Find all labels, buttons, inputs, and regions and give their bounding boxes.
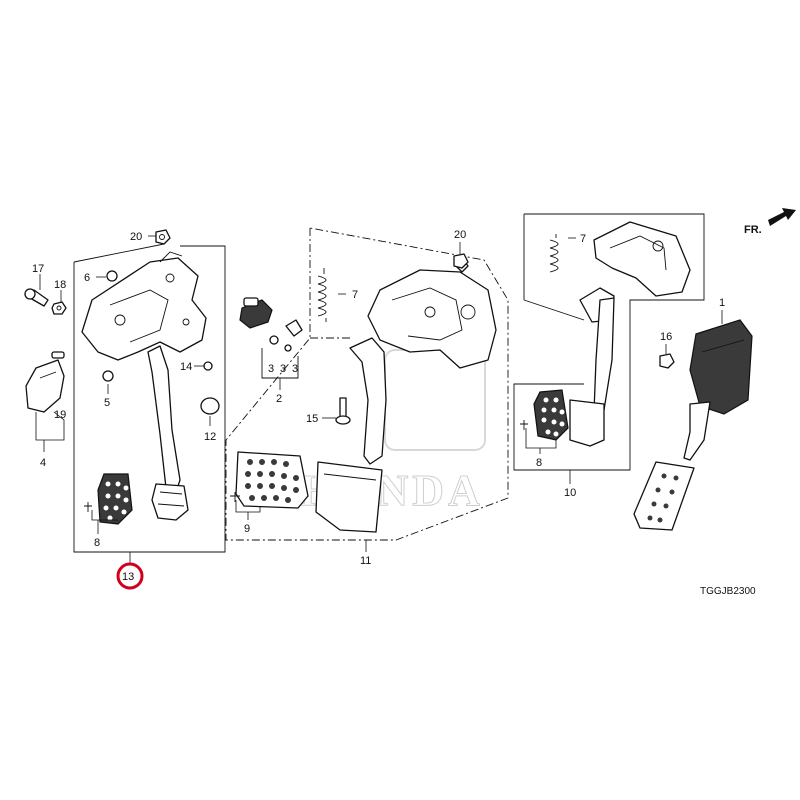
callout-3-c[interactable]: 3 bbox=[292, 363, 298, 375]
callout-1[interactable]: 1 bbox=[719, 297, 725, 309]
nut-18 bbox=[51, 301, 67, 315]
callout-2[interactable]: 2 bbox=[276, 393, 282, 405]
callout-8-left[interactable]: 8 bbox=[94, 537, 100, 549]
callout-8-right[interactable]: 8 bbox=[536, 457, 542, 469]
callout-labels: 20 6 17 18 19 4 5 14 12 8 3 3 3 2 7 15 2… bbox=[32, 229, 725, 567]
callout-14[interactable]: 14 bbox=[180, 361, 192, 373]
clip-6 bbox=[106, 270, 118, 282]
spring-7-center bbox=[317, 268, 327, 322]
pedal-pad-8-left bbox=[84, 473, 133, 525]
switch-4 bbox=[25, 351, 65, 413]
front-arrow-icon bbox=[768, 208, 796, 226]
pedal-pad-8-right bbox=[520, 389, 569, 441]
callout-7-right[interactable]: 7 bbox=[580, 233, 586, 245]
bolt-17 bbox=[24, 288, 49, 307]
callout-7-center[interactable]: 7 bbox=[352, 289, 358, 301]
callout-18[interactable]: 18 bbox=[54, 279, 66, 291]
accelerator-pedal-1 bbox=[633, 319, 753, 531]
callout-15[interactable]: 15 bbox=[306, 413, 318, 425]
callout-13[interactable]: 13 bbox=[122, 571, 134, 583]
spring-7-right bbox=[549, 234, 559, 273]
nut-20-center bbox=[453, 253, 469, 269]
bolt-15 bbox=[335, 397, 351, 425]
callout-16[interactable]: 16 bbox=[660, 331, 672, 343]
callout-6[interactable]: 6 bbox=[84, 272, 90, 284]
pedal-arm-10 bbox=[569, 297, 615, 447]
group-11-frame bbox=[225, 227, 509, 541]
callout-17[interactable]: 17 bbox=[32, 263, 44, 275]
callout-12[interactable]: 12 bbox=[204, 431, 216, 443]
pedal-pad-9 bbox=[230, 451, 309, 509]
clip-14 bbox=[203, 361, 213, 371]
grommet-12 bbox=[200, 397, 220, 415]
pedal-bracket-11 bbox=[367, 257, 497, 369]
nut-20-left bbox=[155, 229, 171, 245]
callout-4[interactable]: 4 bbox=[40, 457, 46, 469]
brake-pedal-arm bbox=[147, 345, 189, 521]
callout-20-center[interactable]: 20 bbox=[454, 229, 466, 241]
front-direction-indicator: FR. bbox=[744, 208, 796, 236]
callout-13-highlight[interactable]: 13 bbox=[116, 562, 144, 590]
group-10-frame bbox=[513, 213, 705, 471]
callout-11[interactable]: 11 bbox=[360, 555, 371, 567]
highlight-ring bbox=[116, 562, 144, 590]
group-13-frame bbox=[73, 245, 226, 553]
pedal-arm-11 bbox=[315, 337, 387, 533]
clip-5 bbox=[102, 370, 114, 382]
callout-5[interactable]: 5 bbox=[104, 397, 110, 409]
callout-3-a[interactable]: 3 bbox=[268, 363, 274, 375]
pedal-bracket-10 bbox=[579, 221, 691, 323]
direction-label: FR. bbox=[744, 224, 762, 236]
nut-16 bbox=[659, 353, 675, 369]
callout-10[interactable]: 10 bbox=[564, 487, 576, 499]
callout-3-b[interactable]: 3 bbox=[280, 363, 286, 375]
drawing-code: TGGJB2300 bbox=[700, 586, 756, 597]
brake-pedal-bracket bbox=[81, 251, 207, 361]
pedal-sensor-2 bbox=[239, 297, 303, 352]
callout-9[interactable]: 9 bbox=[244, 523, 250, 535]
callout-19[interactable]: 19 bbox=[54, 409, 66, 421]
callout-20-left[interactable]: 20 bbox=[130, 231, 142, 243]
